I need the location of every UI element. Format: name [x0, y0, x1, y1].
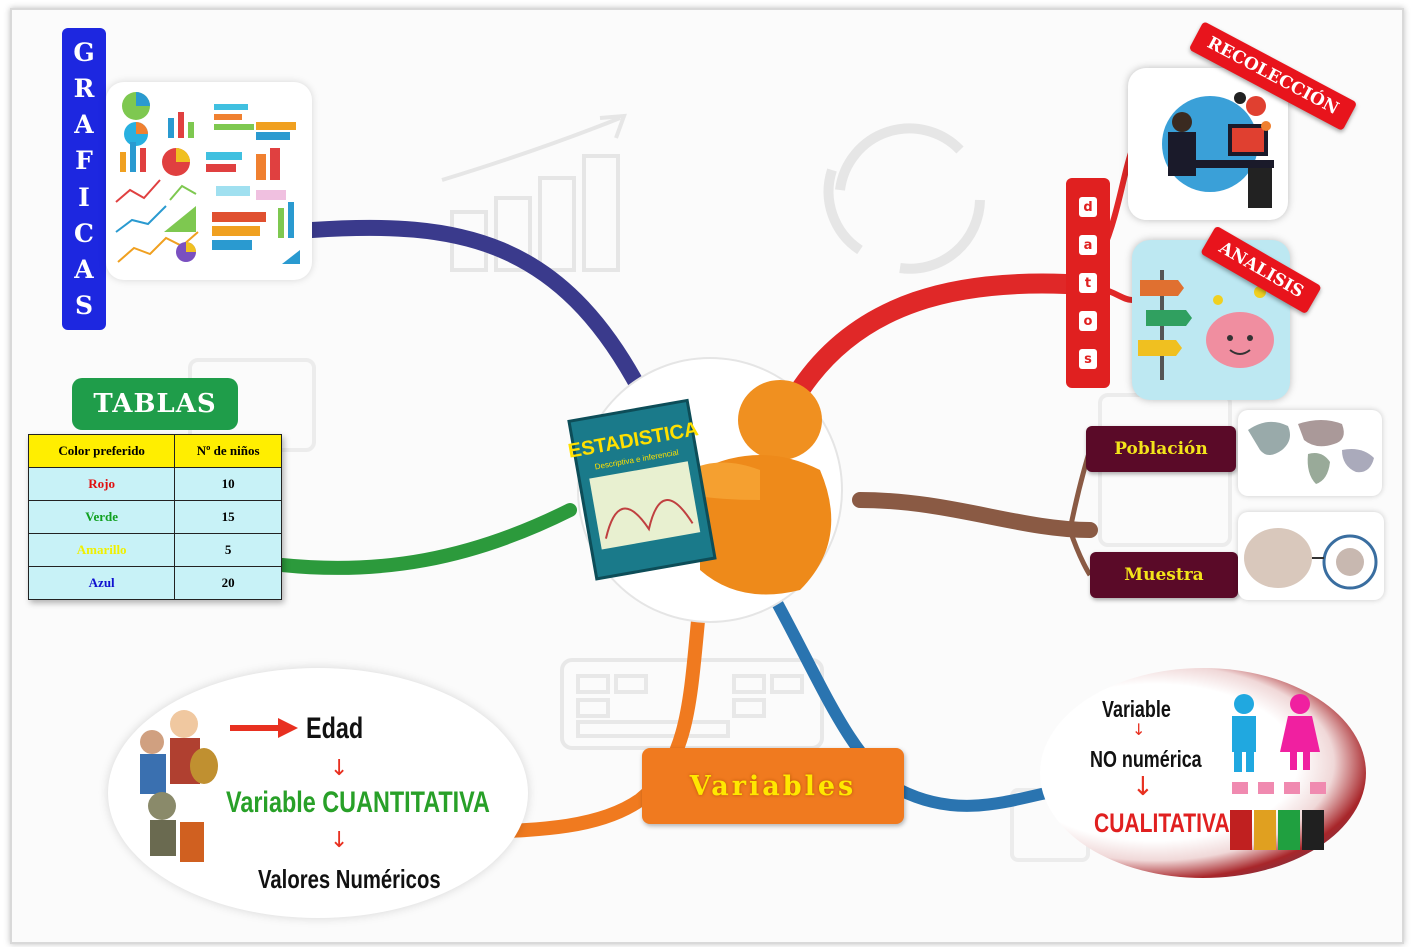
brain-character-icon — [1206, 286, 1274, 368]
bar-chart-icon — [120, 104, 296, 250]
line-chart-icon — [115, 179, 300, 264]
graficas-letter: C — [74, 218, 94, 248]
branch-poblacion — [852, 492, 1098, 538]
population-map-image — [1238, 410, 1382, 496]
table-cell-count: 5 — [174, 533, 282, 567]
datos-letter: s — [1079, 349, 1097, 369]
table-row: Rojo 10 — [27, 467, 282, 501]
world-map-people-icon — [1248, 420, 1374, 484]
poblacion-label: Población — [1086, 426, 1236, 472]
datos-label: d a t o s — [1066, 178, 1110, 388]
branch-graficas — [304, 219, 648, 398]
graficas-letter: I — [78, 182, 90, 212]
valores-numericos-label: Valores Numéricos — [258, 864, 441, 894]
table-row: Verde 15 — [27, 500, 282, 534]
gladiators-illustration — [140, 710, 218, 862]
background-cycle-icon — [823, 123, 985, 274]
branch-tablas — [275, 503, 577, 575]
muestra-label: Muestra — [1090, 552, 1238, 598]
red-arrow-icon — [230, 718, 298, 738]
table-cell-count: 20 — [174, 566, 282, 600]
table-row: Amarillo 5 — [27, 533, 282, 567]
table-header-count: Nº de niños — [174, 434, 282, 468]
no-numerica-label: NO numérica — [1090, 746, 1202, 772]
table-cell-count: 10 — [174, 467, 282, 501]
ice-cream-icons — [1232, 782, 1326, 794]
variable-word: Variable — [226, 786, 316, 819]
table-cell-color: Rojo — [27, 467, 176, 501]
graficas-letter: R — [73, 73, 95, 103]
businessman-at-desk-icon — [1162, 92, 1274, 208]
male-icon — [1232, 694, 1256, 772]
branch-datos — [790, 273, 1076, 400]
tablas-label: TABLAS — [72, 378, 238, 430]
branch-muestra — [1067, 529, 1093, 577]
edad-label: Edad — [306, 712, 364, 745]
down-arrow-icon: ↓ — [1132, 720, 1146, 739]
gladiator-icon — [140, 710, 218, 862]
down-arrow-icon: ↓ — [330, 828, 349, 853]
variable-cuantitativa-label: Variable CUANTITATIVA — [226, 786, 490, 820]
table-row: Azul 20 — [27, 566, 282, 600]
gender-and-sports-illustration — [1230, 694, 1326, 850]
qualitative-variable-bubble: Variable ↓ NO numérica ↓ CUALITATIVA — [1040, 668, 1366, 878]
table-cell-color: Verde — [27, 500, 176, 534]
variables-label: Variables — [689, 770, 857, 802]
down-arrow-icon: ↓ — [330, 756, 349, 781]
variables-node: Variables — [642, 748, 904, 824]
table-cell-color: Amarillo — [27, 533, 176, 567]
table-cell-count: 15 — [174, 500, 282, 534]
graficas-letter: A — [74, 110, 94, 140]
datos-letter: o — [1079, 311, 1097, 331]
down-arrow-icon: ↓ — [1132, 772, 1154, 802]
datos-letter: t — [1079, 273, 1097, 293]
graficas-letter: S — [74, 291, 94, 321]
estadistica-book-icon: ESTADISTICA Descriptiva e inferencial — [566, 398, 717, 581]
data-collection-image — [1128, 68, 1288, 220]
signpost-icon — [1138, 270, 1192, 380]
datos-letter: d — [1079, 197, 1097, 217]
sample-image — [1238, 512, 1384, 600]
sports-tiles-icon — [1230, 810, 1324, 850]
variable-label: Variable — [1102, 696, 1171, 722]
pie-chart-icon — [122, 92, 190, 176]
graficas-label: G R A F I C A S — [62, 28, 106, 330]
crowd-sample-icon — [1244, 528, 1378, 590]
table-header-row: Color preferido Nº de niños — [27, 434, 282, 468]
reading-person-icon — [690, 380, 832, 595]
table-cell-color: Azul — [27, 566, 176, 600]
graficas-letter: G — [73, 37, 95, 67]
branch-variables — [473, 593, 707, 839]
graficas-letter: F — [75, 146, 93, 176]
datos-letter: a — [1079, 235, 1097, 255]
color-preference-table: Color preferido Nº de niños Rojo 10 Verd… — [27, 434, 282, 600]
quantitative-variable-bubble: Edad ↓ Variable CUANTITATIVA ↓ Valores N… — [108, 668, 528, 918]
cualitativa-label: CUALITATIVA — [1094, 808, 1230, 838]
graficas-letter: A — [74, 255, 94, 285]
charts-collage-image — [106, 82, 312, 280]
female-icon — [1280, 694, 1320, 770]
table-header-color: Color preferido — [27, 434, 176, 468]
cuantitativa-word: CUANTITATIVA — [322, 786, 490, 819]
